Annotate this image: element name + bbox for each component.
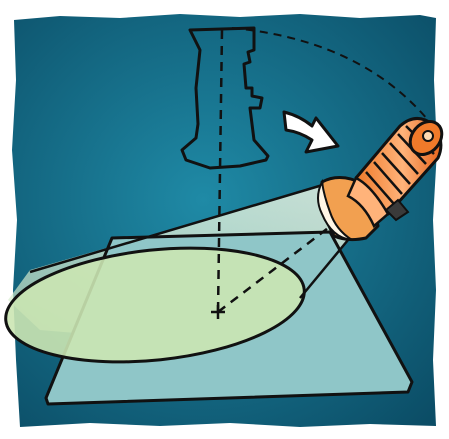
flashlight-switch bbox=[384, 198, 410, 222]
beam-edge-upper bbox=[29, 182, 327, 274]
flashlight-neck bbox=[346, 176, 390, 229]
flashlight-cap-button bbox=[422, 130, 434, 142]
elliptical-light-spot bbox=[4, 246, 306, 364]
flashlight bbox=[317, 117, 444, 242]
dashed-arc bbox=[231, 27, 429, 121]
beam-edge-lower bbox=[299, 239, 349, 299]
sheet-edge-shadow bbox=[47, 381, 413, 405]
center-point-marker bbox=[211, 305, 225, 319]
flashlight-lens bbox=[317, 178, 353, 241]
outline-flashlight-upright bbox=[180, 26, 270, 170]
rotation-arrow bbox=[282, 110, 340, 154]
dashed-slanted-line bbox=[217, 221, 337, 313]
